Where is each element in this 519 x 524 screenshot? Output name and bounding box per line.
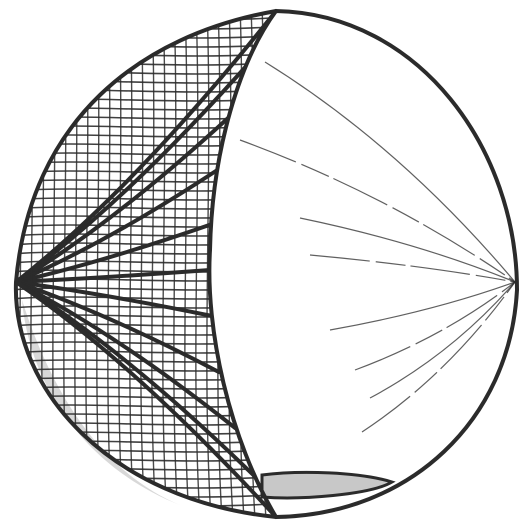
hatch-line — [10, 495, 270, 497]
meridian-line — [330, 282, 515, 330]
hatch-line — [10, 243, 270, 245]
hatch-line — [10, 144, 270, 146]
hatch-line — [273, 5, 277, 520]
hatch-line — [10, 225, 270, 227]
hatch-line — [97, 5, 101, 520]
hatch-line — [10, 270, 270, 272]
meridian-line — [265, 62, 515, 282]
meridian-line — [362, 282, 515, 432]
hatch-line — [10, 207, 270, 209]
hatch-line — [10, 189, 270, 191]
hatch-line — [10, 441, 270, 443]
hatch-line — [10, 180, 270, 182]
hatch-line — [10, 135, 270, 137]
hatch-line — [10, 171, 270, 173]
hatch-line — [10, 504, 270, 506]
meridian-line — [310, 255, 515, 282]
hatch-line — [10, 315, 270, 317]
shaded-hemisphere-hatching — [10, 5, 277, 520]
hatch-line — [10, 324, 270, 326]
hatch-line — [10, 432, 270, 434]
hatch-line — [10, 126, 270, 128]
hatch-line — [10, 351, 270, 353]
hatch-line — [10, 45, 270, 47]
hatch-line — [10, 36, 270, 38]
hatch-line — [262, 5, 266, 520]
hatch-line — [10, 198, 270, 200]
hatch-line — [64, 5, 68, 520]
hatch-line — [10, 117, 270, 119]
hatch-line — [10, 234, 270, 236]
hatch-line — [10, 153, 270, 155]
hatch-line — [10, 450, 270, 452]
hatch-line — [10, 27, 270, 29]
hatch-line — [10, 342, 270, 344]
bottom-shadow-ellipse — [262, 472, 392, 497]
meridian-line — [240, 140, 515, 282]
hatch-line — [10, 360, 270, 362]
gore-boundary — [16, 11, 276, 282]
meridian-line — [300, 218, 515, 282]
hatch-line — [75, 5, 79, 520]
hatch-line — [10, 288, 270, 290]
hatch-line — [10, 54, 270, 56]
hatch-line — [251, 5, 255, 520]
lit-hemisphere-meridians — [240, 62, 515, 432]
